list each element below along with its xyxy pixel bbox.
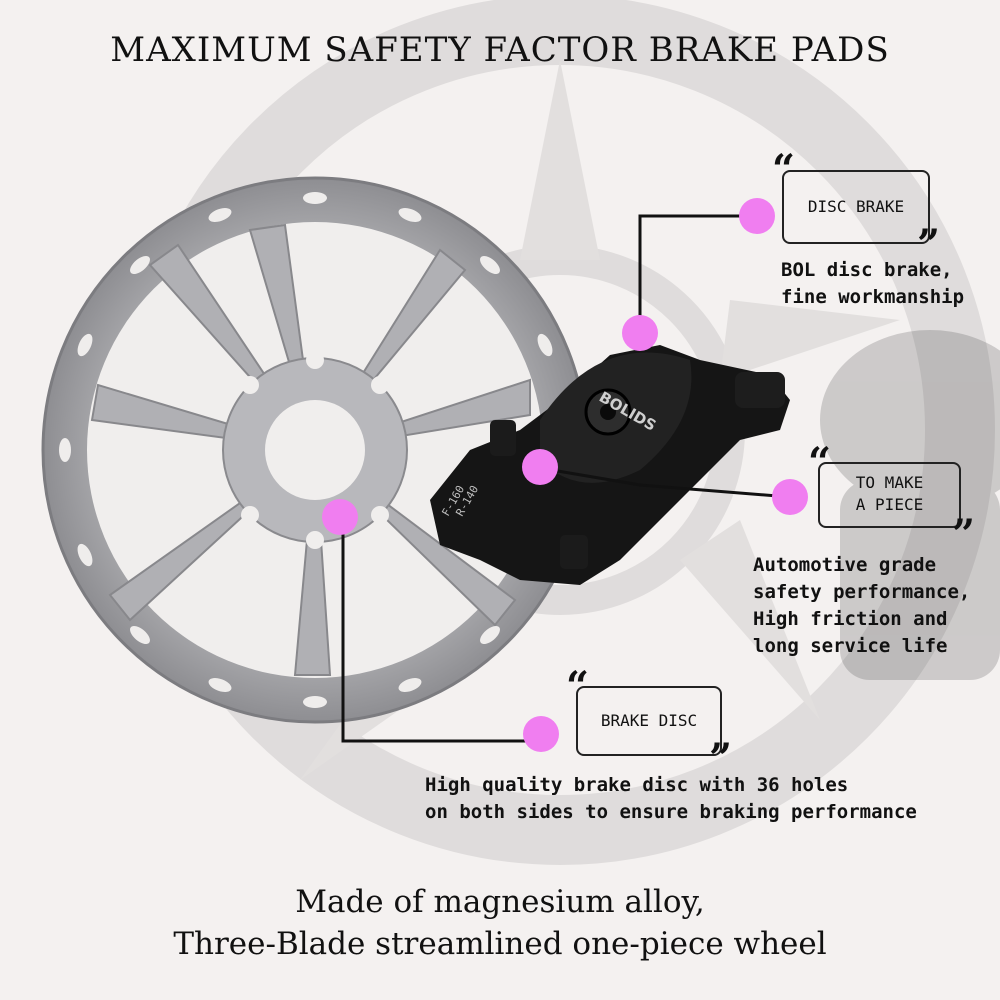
marker-disc-brake-end	[739, 198, 775, 234]
marker-caliper-top	[622, 315, 658, 351]
marker-brake-disc-end	[523, 716, 559, 752]
description-line: High friction and	[753, 608, 948, 630]
open-quote-icon: “	[808, 439, 832, 486]
callout-box-to-make-a-piece: TO MAKE A PIECE	[818, 462, 961, 528]
close-quote-icon: ”	[709, 735, 733, 782]
description-line: Automotive grade	[753, 554, 937, 576]
callout-box-disc-brake: DISC BRAKE	[782, 170, 930, 244]
leader-lines	[341, 214, 791, 743]
leader-line-disc-brake	[638, 214, 756, 332]
callout-description-brake-disc: High quality brake disc with 36 holes on…	[425, 772, 917, 826]
close-quote-icon: ”	[952, 511, 976, 558]
marker-to-make-a-piece	[772, 479, 808, 515]
callout-description-to-make-a-piece: Automotive grade safety performance, Hig…	[753, 552, 970, 660]
bottom-text-line-1: Made of magnesium alloy,	[295, 884, 705, 920]
marker-brake-disc-origin	[322, 499, 358, 535]
description-line: High quality brake disc with 36 holes	[425, 774, 849, 796]
description-line: on both sides to ensure braking performa…	[425, 801, 917, 823]
callout-label-disc-brake: DISC BRAKE	[807, 197, 905, 216]
brake-disc-graphic	[41, 176, 589, 724]
leader-line-brake-disc	[341, 517, 540, 743]
leader-line-to-make-a-piece	[539, 466, 791, 499]
open-quote-icon: “	[772, 146, 796, 193]
bottom-text-line-2: Three-Blade streamlined one-piece wheel	[173, 926, 827, 962]
marker-caliper-center	[522, 449, 558, 485]
description-line: safety performance,	[753, 581, 971, 603]
callout-label-line: A PIECE	[855, 495, 924, 514]
close-quote-icon: ”	[917, 221, 941, 268]
callout-description-disc-brake: BOL disc brake, fine workmanship	[781, 257, 964, 311]
callout-markers	[322, 198, 808, 752]
page-title: MAXIMUM SAFETY FACTOR BRAKE PADS	[110, 30, 890, 70]
callout-label-line: TO MAKE	[855, 473, 924, 492]
description-line: BOL disc brake,	[781, 259, 953, 281]
callout-box-brake-disc: BRAKE DISC	[576, 686, 722, 756]
open-quote-icon: “	[566, 663, 590, 710]
callout-label-brake-disc: BRAKE DISC	[600, 711, 698, 730]
brake-caliper-graphic: BOLIDS F-160 R-140	[430, 345, 790, 585]
description-line: long service life	[753, 635, 948, 657]
description-line: fine workmanship	[781, 286, 965, 308]
